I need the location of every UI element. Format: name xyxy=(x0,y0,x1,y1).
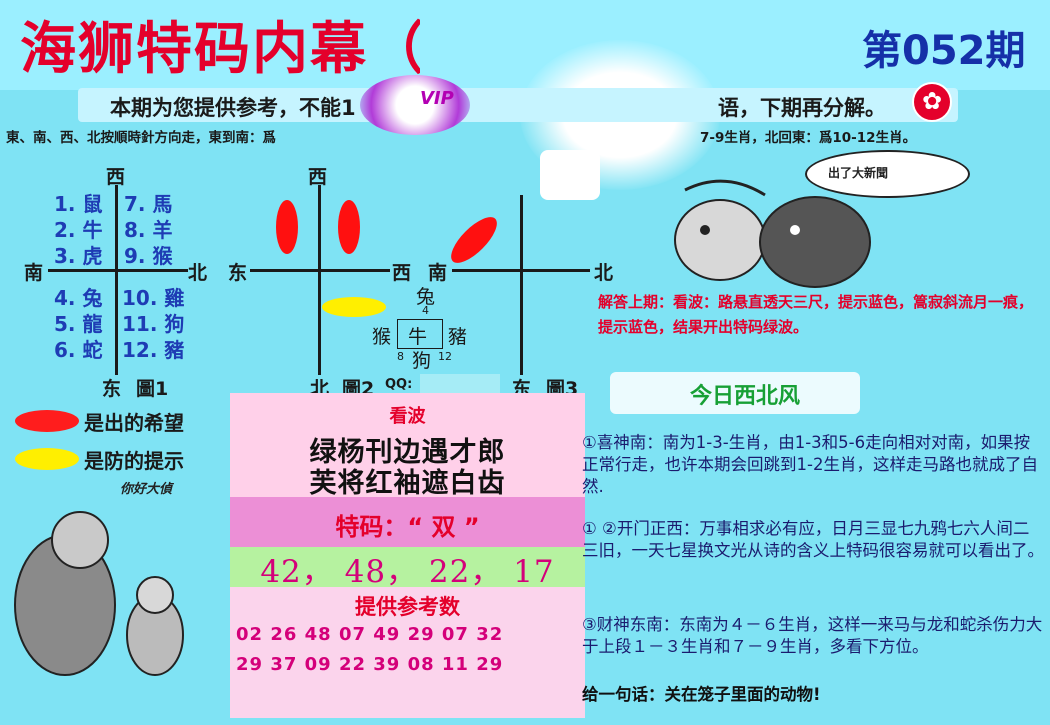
issue-number: 第052期 xyxy=(862,28,1026,74)
paragraph-2: ① ②开门正西：万事相求必有应，日月三显七九鸦七六人间二三旧，一天七星换文光从诗… xyxy=(582,519,1044,560)
last-answer-text: 解答上期：看波：路悬直透天三尺，提示蓝色，篙寂斜流月一痕，提示蓝色，结果开出特码… xyxy=(598,293,1034,336)
numbers-band xyxy=(230,547,585,587)
cartoon-animals-icon xyxy=(674,179,871,288)
cross-right: 豬 xyxy=(448,326,468,348)
reference-title: 提供参考数 xyxy=(355,595,460,619)
cross-top-num: 4 xyxy=(422,304,429,317)
rule-text-right: 7-9生肖，北回東：爲10-12生肖。 xyxy=(700,130,917,146)
diagram1-caption: 圖1 xyxy=(136,378,169,400)
zodiac-snake: 6. 蛇 xyxy=(54,338,103,362)
poem-line-1: 绿杨刊边遇才郎 xyxy=(309,437,506,468)
cross-bottom: 狗 xyxy=(412,350,432,372)
header-band xyxy=(0,0,1050,90)
paragraph-4: 给一句话：关在笼子里面的动物! xyxy=(582,685,821,704)
diagram2-dir-right: 西 xyxy=(392,262,412,284)
speech-text: 出了大新聞 xyxy=(828,166,889,180)
diagram1-dir-right: 北 xyxy=(188,262,208,284)
diagram1-vertical-axis xyxy=(115,185,118,375)
zodiac-dog: 11. 狗 xyxy=(122,312,185,336)
notice-band xyxy=(78,88,958,122)
zodiac-tiger: 3. 虎 xyxy=(54,244,103,268)
diagram1-horizontal-axis xyxy=(48,269,188,272)
cross-center-box xyxy=(397,319,443,349)
poem-line-2: 芙将红袖遮白齿 xyxy=(309,468,506,499)
diagram1-dir-bottom: 东 xyxy=(102,378,122,400)
zodiac-horse: 7. 馬 xyxy=(124,192,173,216)
tema-text: 特码：“ 双 ” xyxy=(335,513,480,541)
diagram3-dir-left: 南 xyxy=(428,262,448,284)
cross-left-num: 8 xyxy=(397,350,404,363)
qq-label: QQ: xyxy=(385,377,413,392)
legend-red-label: 是出的希望 xyxy=(84,411,184,435)
diagram3-red-oval xyxy=(444,210,504,270)
title-overlay xyxy=(420,0,510,90)
rule-text-left: 東、南、西、北按順時針方向走，東到南：爲 xyxy=(6,130,276,146)
featured-numbers: 42， 48， 22， 17 xyxy=(260,554,555,590)
zodiac-dragon: 5. 龍 xyxy=(54,312,103,336)
notice-text-right: 语，下期再分解。 xyxy=(718,96,886,120)
zodiac-ox: 2. 牛 xyxy=(54,218,103,242)
diagram3-horizontal-axis xyxy=(452,269,590,272)
diagram2-dir-top: 西 xyxy=(308,166,328,188)
cartoon-cat-mouse-icon xyxy=(14,511,184,676)
notice-text-left: 本期为您提供参考，不能1 xyxy=(110,96,356,120)
legend-yellow-oval-icon xyxy=(15,448,79,470)
reference-row-1: 02 26 48 07 49 29 07 32 xyxy=(236,624,504,645)
paragraph-3: ③财神东南：东南为４－６生肖，这样一来马与龙和蛇杀伤力大于上段１－３生肖和７－９… xyxy=(582,615,1043,656)
cross-top: 兔 xyxy=(416,286,436,308)
diagram2-dir-left: 东 xyxy=(228,262,248,284)
white-patch xyxy=(540,150,600,200)
diagram3-vertical-axis xyxy=(520,195,523,375)
zodiac-rooster: 10. 雞 xyxy=(122,286,185,310)
diagram2-red-oval-left xyxy=(276,200,298,254)
legend-yellow-label: 是防的提示 xyxy=(84,449,184,473)
kanbo-label: 看波 xyxy=(389,406,426,427)
paragraph-1: ①喜神南：南为1-3-生肖，由1-3和5-6走向相对对南，如果按正常行走，也许本… xyxy=(582,433,1038,496)
vip-logo-text: VIP xyxy=(420,88,454,109)
tema-band xyxy=(230,497,585,547)
diagram1-dir-top: 西 xyxy=(106,166,126,188)
zodiac-rabbit: 4. 兔 xyxy=(54,286,103,310)
qq-number-box xyxy=(420,374,500,394)
diagram3-dir-right: 北 xyxy=(594,262,614,284)
zodiac-pig: 12. 豬 xyxy=(122,338,185,362)
vip-logo-icon xyxy=(360,75,470,135)
legend-red-oval-icon xyxy=(15,410,79,432)
diagram2-horizontal-axis xyxy=(250,269,390,272)
bauhinia-flag-icon: ✿ xyxy=(912,82,952,122)
today-wind: 今日西北风 xyxy=(690,384,801,409)
diagram2-vertical-axis xyxy=(318,185,321,375)
diagram1-dir-left: 南 xyxy=(24,262,44,284)
wind-box xyxy=(610,372,860,414)
cartoon-hello-text: 你好大偵 xyxy=(120,482,173,497)
speech-bubble xyxy=(805,150,970,198)
diagram2-yellow-oval xyxy=(322,297,386,317)
zodiac-monkey: 9. 猴 xyxy=(124,244,173,268)
zodiac-rat: 1. 鼠 xyxy=(54,192,103,216)
diagram2-red-oval-right xyxy=(338,200,360,254)
reference-row-2: 29 37 09 22 39 08 11 29 xyxy=(236,654,504,675)
cross-left: 猴 xyxy=(372,326,392,348)
poem-band xyxy=(230,393,585,497)
cross-right-num: 12 xyxy=(438,350,452,363)
zodiac-goat: 8. 羊 xyxy=(124,218,173,242)
page-title: 海狮特码内幕（ xyxy=(20,16,426,82)
cross-center: 牛 xyxy=(408,326,428,348)
